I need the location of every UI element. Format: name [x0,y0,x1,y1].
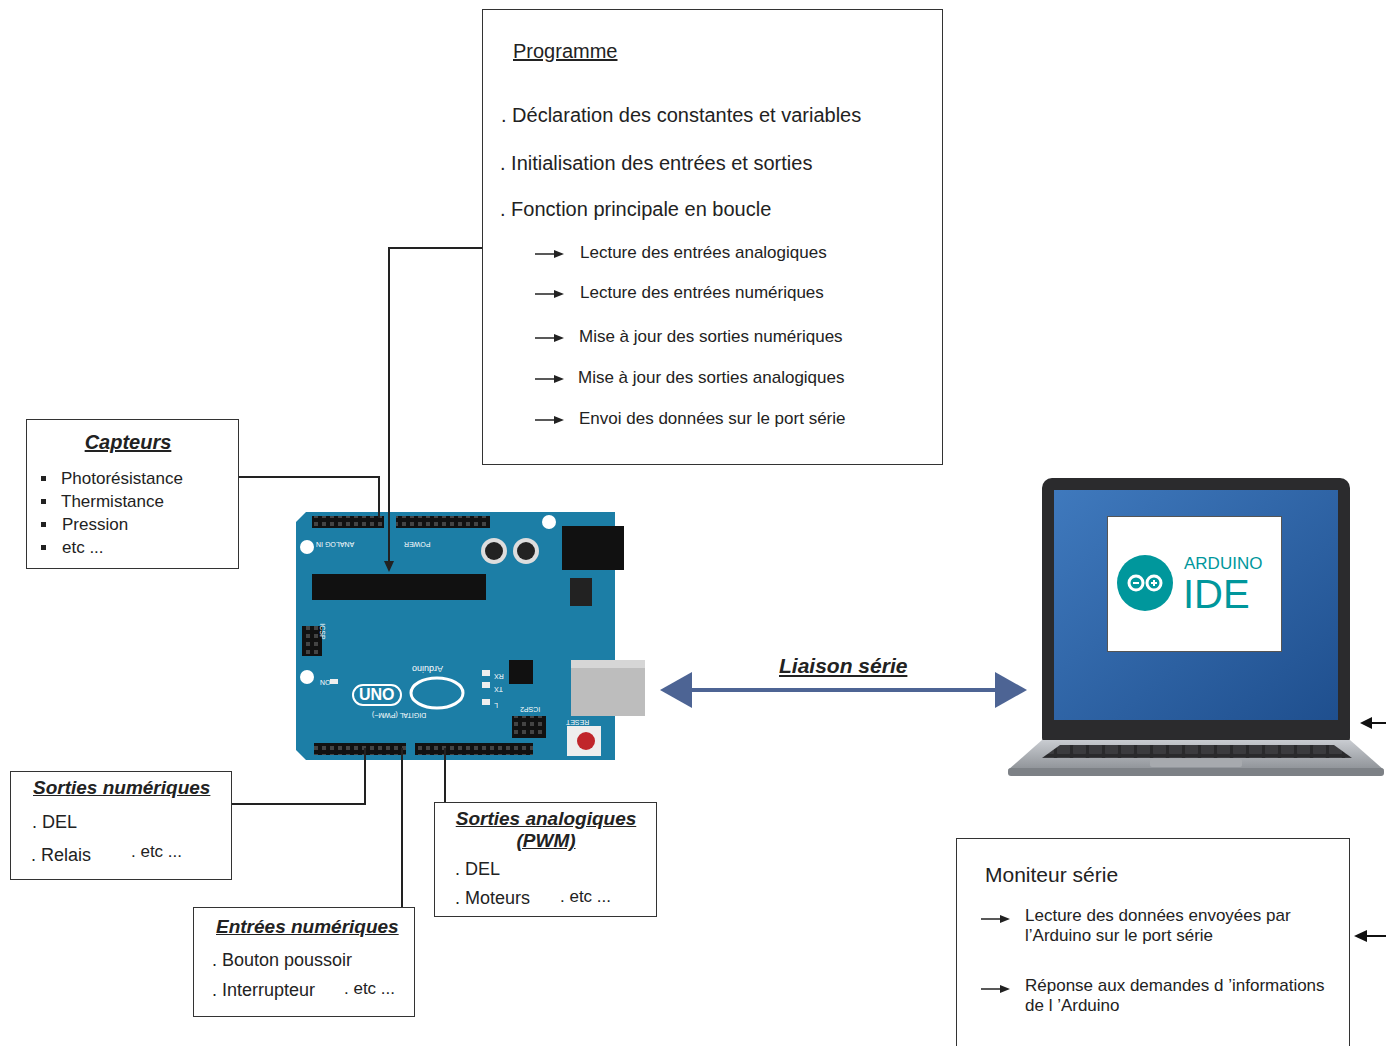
box-text: . Interrupteur [212,980,315,1001]
box-text: . Fonction principale en boucle [500,198,771,221]
box-title: Entrées numériques [216,916,399,938]
bullet-arrow [535,414,565,426]
serial-monitor-box: Moniteur sérieLecture des données envoyé… [956,838,1350,1046]
box-text: . etc ... [560,887,611,907]
board-marking: ICSP2 [520,706,540,713]
board-marking: ON [320,679,331,686]
bullet-arrow [981,913,1011,925]
board-marking: RX [494,673,504,680]
box-title: Capteurs [27,431,229,454]
bullet [41,476,46,481]
box-text: Mise à jour des sorties analogiques [578,368,844,388]
box-text: . Relais [31,845,91,866]
box-text: Photorésistance [61,469,183,489]
box-text: Lecture des entrées analogiques [580,243,827,263]
connector [444,748,446,802]
arrowhead [660,672,692,708]
bullet-arrow [535,288,565,300]
box-text: UNO [352,684,402,706]
board-marking: RESET [566,719,589,726]
box-text: Réponse aux demandes d ’informations de … [1025,976,1325,1015]
box-text: . DEL [32,812,77,833]
box-text: Lecture des entrées numériques [580,283,824,303]
box-text: . DEL [455,859,500,880]
edge-label: Liaison série [776,654,910,678]
box-text: . Moteurs [455,888,530,909]
bullet [41,522,46,527]
box-text: Pression [62,515,128,535]
connector [401,748,403,907]
box-text: ARDUINO [1184,554,1262,574]
board-marking: TX [494,686,503,693]
box-title: Programme [513,40,617,63]
box-text: . etc ... [344,979,395,999]
board-marking: ANALOG IN [316,541,354,548]
board-marking: Arduino [412,664,443,673]
box-text: . Déclaration des constantes et variable… [501,104,861,127]
connector [389,248,482,562]
program-box: Programme . Déclaration des constantes et… [482,9,943,465]
board-marking: POWER [404,541,430,548]
box-text: Mise à jour des sorties numériques [579,327,843,347]
box-text: Thermistance [61,492,164,512]
box-text: Lecture des données envoyées par l’Ardui… [1025,906,1335,945]
bullet-arrow [981,983,1011,995]
box-text: . Bouton poussoir [212,950,352,971]
board-marking: L [494,702,498,709]
bullet-arrow [535,248,565,260]
box-title: Sorties analogiques (PWM) [445,808,647,852]
arduino-logo [1117,555,1173,611]
connector [232,748,365,804]
arduino-board [296,512,645,760]
laptop [1008,478,1384,776]
box-text: IDE [1183,571,1250,617]
digital-output-box: Sorties numériques . DEL . Relais . etc ... [10,771,232,880]
arrowhead [995,672,1027,708]
digital-input-box: Entrées numériques . Bouton poussoir . Int… [193,907,415,1017]
bullet [41,545,46,550]
board-marking: ICSP [319,623,326,639]
arrowhead [384,561,394,572]
laptop: ARDUINOIDE [1027,478,1384,778]
box-text: Envoi des données sur le port série [579,409,846,429]
bullet-arrow [535,373,565,385]
box-title: Moniteur série [985,863,1118,887]
bullet [41,499,46,504]
bullet-arrow [535,332,565,344]
box-text: . etc ... [131,842,182,862]
analog-output-box: Sorties analogiques (PWM) . DEL . Moteurs.… [434,802,657,917]
edge-arrows [1354,717,1386,942]
box-text: . Initialisation des entrées et sorties [500,152,812,175]
connector [239,477,379,518]
box-title: Sorties numériques [33,777,210,799]
board-marking: DIGITAL (PWM~) [372,712,426,719]
connector [691,688,996,692]
box-text: etc ... [62,538,104,558]
sensor-box: CapteursPhotorésistanceThermistancePress… [26,419,239,569]
